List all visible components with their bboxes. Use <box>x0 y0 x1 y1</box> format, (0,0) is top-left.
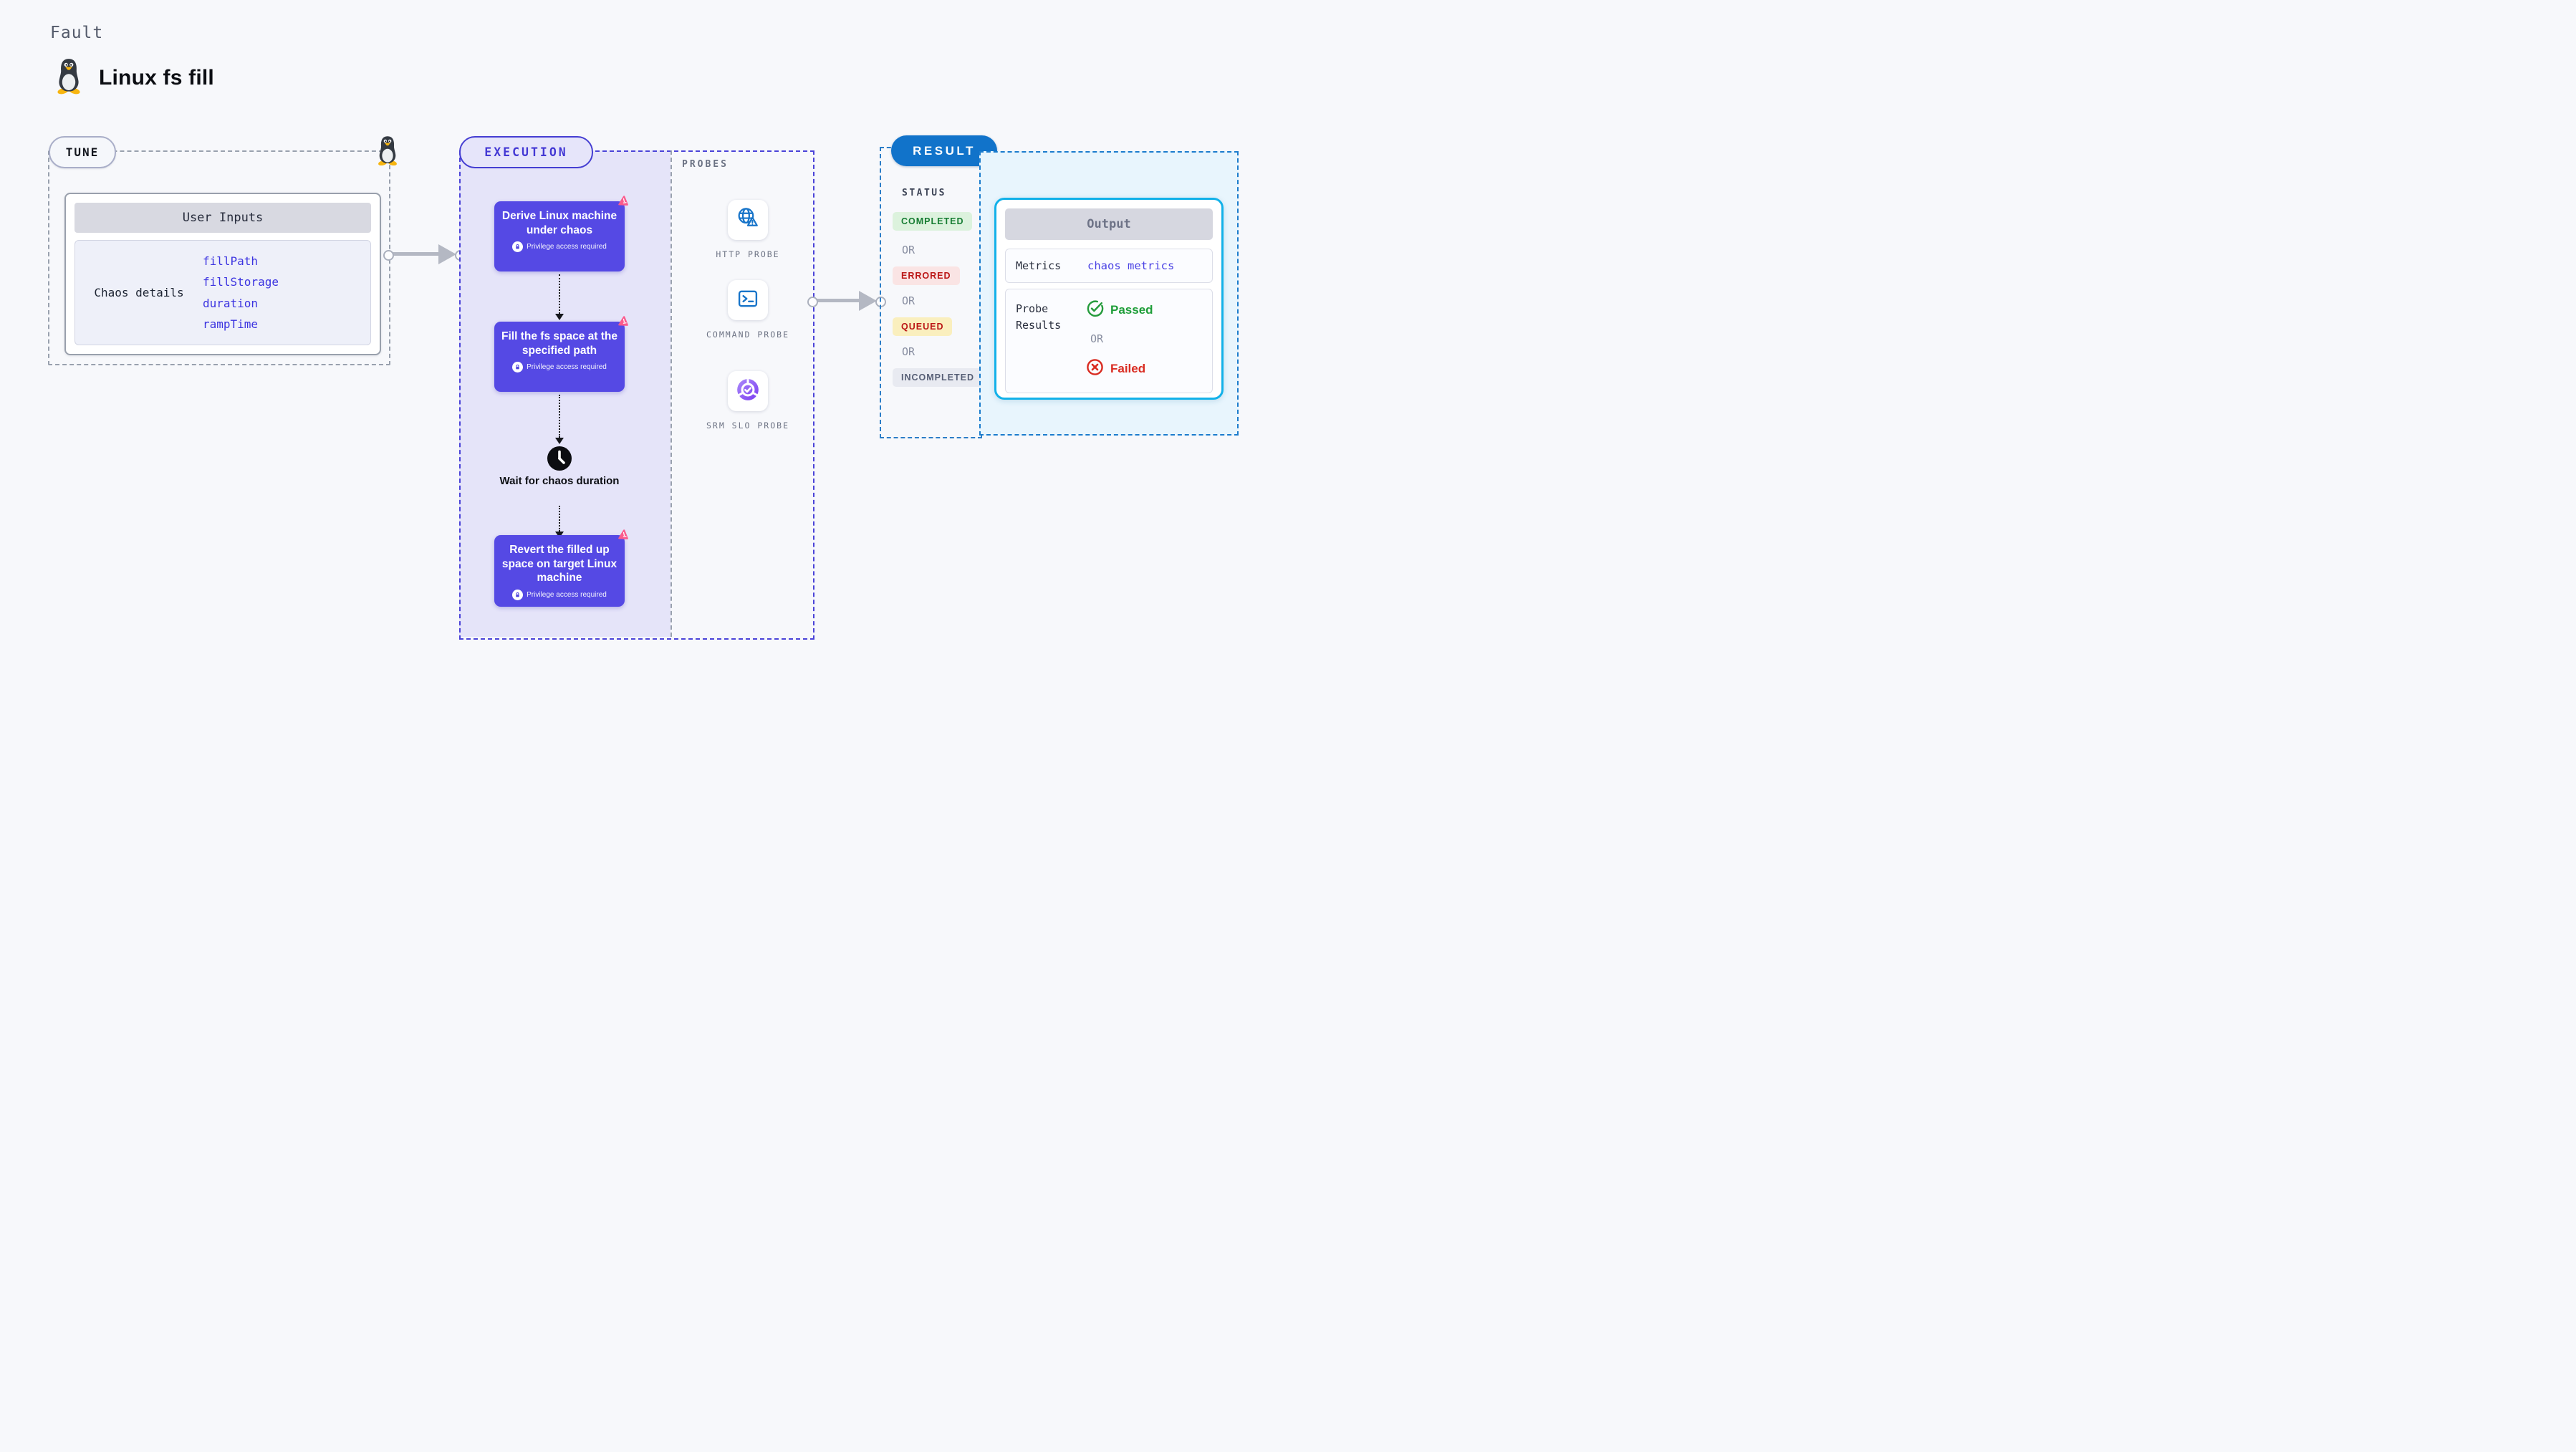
probe-results-label: Probe Results <box>1016 302 1062 332</box>
status-badge-incompleted: INCOMPLETED <box>893 368 983 387</box>
check-circle-icon <box>1086 299 1104 321</box>
connector-dot <box>383 250 394 261</box>
http-probe-card <box>728 200 768 240</box>
lock-icon <box>512 362 524 373</box>
arrow-down-icon <box>555 438 564 444</box>
chaos-scenario-icon <box>615 527 631 542</box>
x-circle-icon <box>1086 358 1104 380</box>
execution-section-frame <box>459 150 814 640</box>
probes-heading: PROBES <box>682 159 729 170</box>
failed-label: Failed <box>1110 362 1146 375</box>
connector-dot <box>807 297 818 307</box>
privilege-note: Privilege access required <box>527 243 607 251</box>
execution-to-result-arrow <box>816 299 860 302</box>
input-link-duration[interactable]: duration <box>203 296 259 310</box>
linux-penguin-icon <box>53 57 85 98</box>
output-card: Output Metrics chaos metrics Probe Resul… <box>994 198 1224 400</box>
status-badge-queued: QUEUED <box>893 317 953 336</box>
flow-connector <box>559 395 560 438</box>
globe-alert-icon <box>736 206 760 234</box>
fault-diagram: Fault Linux fs fill TUNE <box>0 0 1288 726</box>
or-separator: OR <box>1090 332 1104 345</box>
slo-donut-icon <box>735 377 761 406</box>
status-badge-completed: COMPLETED <box>893 212 973 231</box>
input-link-fillstorage[interactable]: fillStorage <box>203 275 279 289</box>
http-probe-label: HTTP PROBE <box>716 249 780 259</box>
srm-slo-probe-card <box>728 371 768 411</box>
metrics-label: Metrics <box>1016 259 1062 272</box>
status-badge-errored: ERRORED <box>893 266 960 285</box>
or-separator: OR <box>902 345 915 358</box>
step-title: Revert the filled up space on target Lin… <box>501 544 617 585</box>
probe-results-row: Probe Results Passed OR F <box>1005 289 1213 393</box>
command-probe-card <box>728 280 768 320</box>
flow-connector <box>559 274 560 314</box>
arrow-head-icon <box>438 244 456 264</box>
arrow-head-icon <box>859 291 877 311</box>
status-heading: STATUS <box>902 188 946 198</box>
wait-step-label: Wait for chaos duration <box>499 475 620 487</box>
flow-connector <box>559 506 560 532</box>
output-title: Output <box>1005 208 1213 240</box>
page-title: Linux fs fill <box>99 65 214 90</box>
arrow-down-icon <box>555 532 564 538</box>
chaos-details-box: Chaos details fillPath fillStorage durat… <box>75 240 371 345</box>
passed-label: Passed <box>1110 303 1153 317</box>
linux-penguin-icon <box>375 135 400 170</box>
command-probe-label: COMMAND PROBE <box>706 330 789 340</box>
lock-icon <box>512 589 524 600</box>
tune-to-execution-arrow <box>390 252 439 256</box>
step-derive-machine: Derive Linux machine under chaos Privile… <box>494 196 628 271</box>
step-fill-fs: Fill the fs space at the specified path … <box>494 316 628 392</box>
privilege-note: Privilege access required <box>527 590 607 599</box>
srm-slo-probe-label: SRM SLO PROBE <box>706 420 789 431</box>
privilege-note: Privilege access required <box>527 363 607 372</box>
input-link-ramptime[interactable]: rampTime <box>203 317 259 332</box>
step-revert-space: Revert the filled up space on target Lin… <box>494 529 628 607</box>
or-separator: OR <box>902 244 915 256</box>
step-title: Fill the fs space at the specified path <box>501 330 617 357</box>
probes-divider <box>671 150 672 637</box>
terminal-icon <box>736 287 760 314</box>
or-separator: OR <box>902 294 915 307</box>
user-inputs-title: User Inputs <box>75 203 371 233</box>
chaos-scenario-icon <box>615 193 631 208</box>
arrow-down-icon <box>555 314 564 320</box>
clock-icon <box>547 446 572 475</box>
chaos-metrics-link[interactable]: chaos metrics <box>1087 259 1175 272</box>
input-link-fillpath[interactable]: fillPath <box>203 254 259 268</box>
execution-badge: EXECUTION <box>459 136 593 168</box>
chaos-scenario-icon <box>615 313 631 329</box>
tune-badge: TUNE <box>49 136 116 168</box>
user-inputs-card: User Inputs Chaos details fillPath fillS… <box>64 193 381 355</box>
metrics-row: Metrics chaos metrics <box>1005 249 1213 283</box>
page-eyebrow: Fault <box>50 24 104 42</box>
chaos-details-label: Chaos details <box>94 286 184 299</box>
step-title: Derive Linux machine under chaos <box>501 210 617 236</box>
lock-icon <box>512 241 524 253</box>
